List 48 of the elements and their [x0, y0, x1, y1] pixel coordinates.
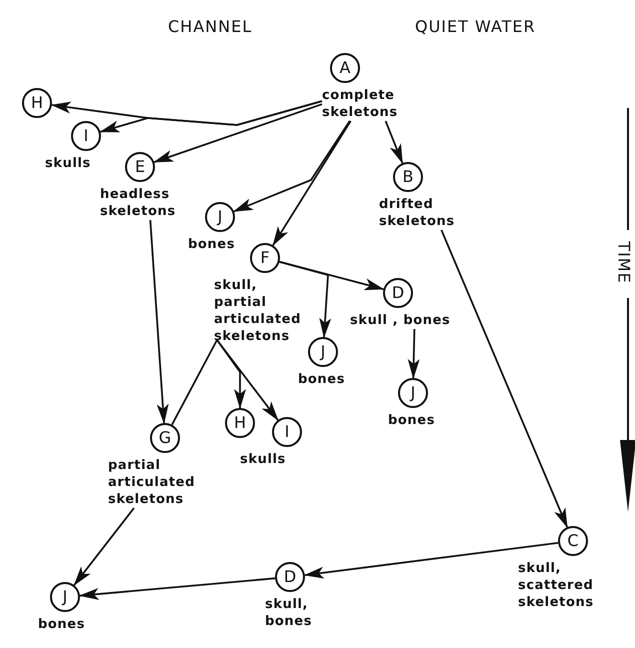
arrow [216, 339, 279, 421]
node-caption: bones [298, 371, 346, 388]
letter-circle: G [150, 423, 180, 453]
arrow [440, 230, 568, 528]
letter-circle: J [308, 337, 338, 367]
arrow [279, 260, 384, 290]
arrow [99, 100, 322, 133]
letter-circle: I [71, 121, 101, 151]
node-caption: drifted skeletons [379, 196, 456, 230]
letter-circle: J [50, 582, 80, 612]
column-heading: QUIET WATER [415, 17, 536, 36]
letter-circle: J [205, 202, 235, 232]
node-caption: complete skeletons [322, 87, 399, 121]
node-caption: skull, bones [265, 596, 314, 630]
arrow [78, 577, 276, 600]
letter-circle: D [275, 562, 305, 592]
letter-circle: C [558, 526, 588, 556]
node-caption: skull, scattered skeletons [518, 560, 595, 611]
arrow [304, 542, 558, 579]
letter-circle: I [272, 417, 302, 447]
arrow [232, 120, 350, 212]
node-caption: skulls [45, 155, 92, 172]
letter-circle: A [330, 53, 360, 83]
letter-circle: H [225, 408, 255, 438]
arrow [73, 507, 135, 586]
time-label: TIME [614, 241, 634, 284]
node-caption: bones [388, 412, 436, 429]
arrow [149, 220, 169, 424]
connector-line [171, 339, 218, 426]
node-caption: headless skeletons [100, 186, 177, 220]
node-caption: skull , bones [350, 312, 452, 329]
node-caption: skulls [240, 451, 287, 468]
node-caption: skull, partial articulated skeletons [214, 277, 302, 345]
node-caption: bones [38, 616, 86, 633]
node-caption: partial articulated skeletons [108, 457, 196, 508]
node-caption: bones [188, 236, 236, 253]
letter-circle: J [398, 378, 428, 408]
arrow [153, 103, 322, 163]
letter-circle: H [22, 88, 52, 118]
arrow [408, 328, 420, 379]
letter-circle: F [250, 243, 280, 273]
letter-circle: D [383, 278, 413, 308]
letter-circle: E [125, 152, 155, 182]
column-heading: CHANNEL [168, 17, 252, 36]
arrow [272, 120, 352, 246]
arrow [384, 120, 404, 164]
letter-circle: B [393, 162, 423, 192]
arrow [279, 261, 332, 338]
